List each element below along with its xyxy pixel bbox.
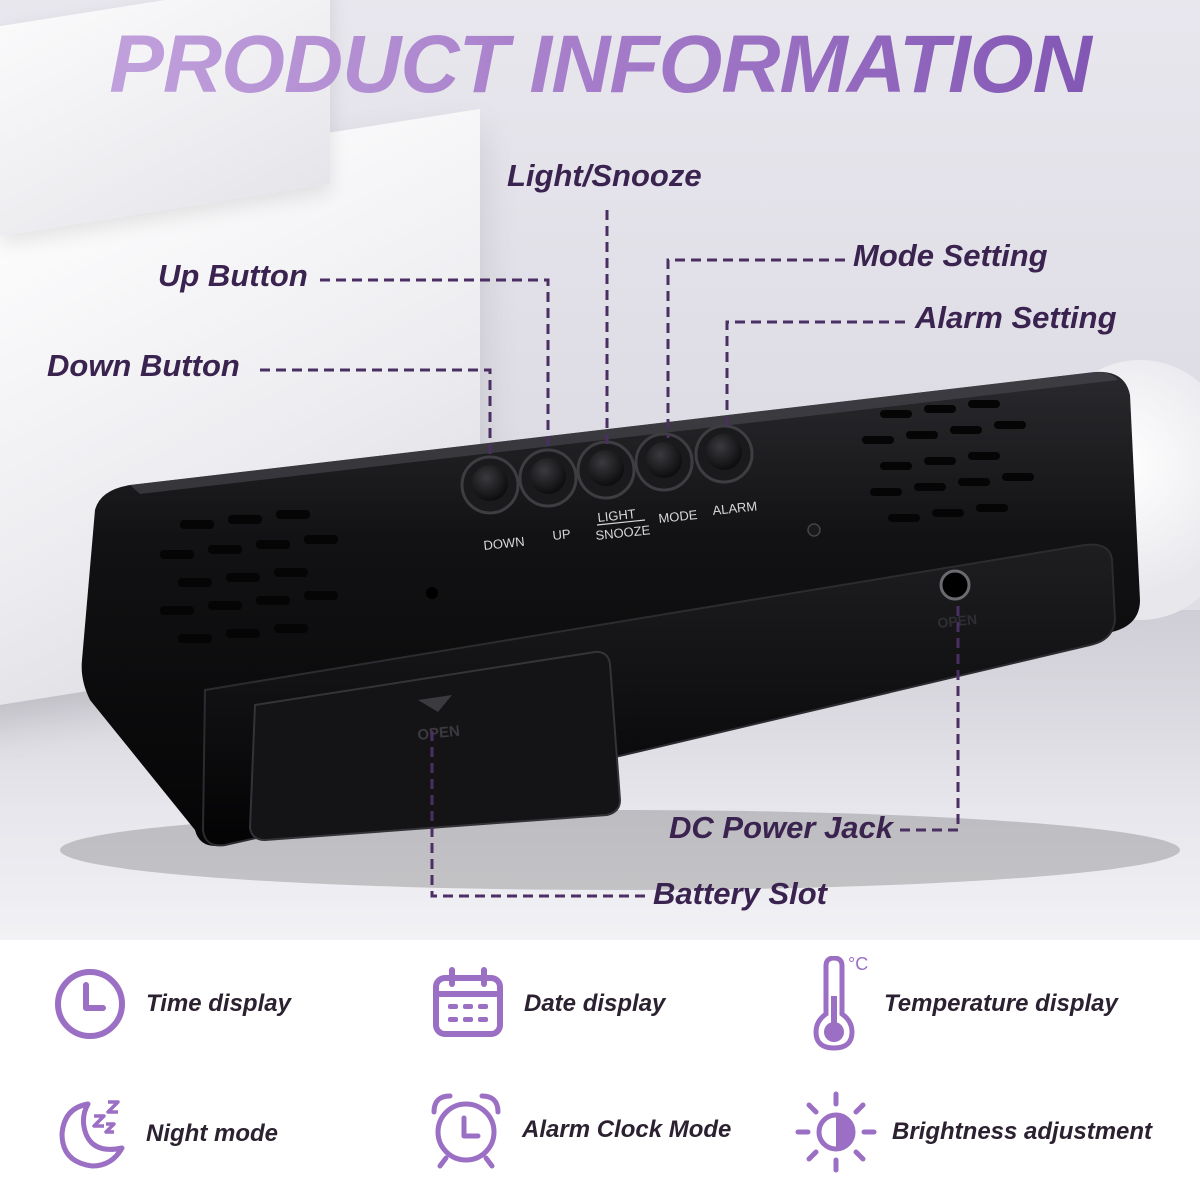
button-label-alarm: ALARM [712, 498, 758, 518]
leader-lines [260, 210, 960, 898]
leader-up [320, 278, 550, 452]
callout-light-snooze: Light/Snooze [507, 158, 702, 193]
clock-icon [48, 962, 132, 1046]
leader-down [260, 368, 492, 460]
callout-mode-setting: Mode Setting [853, 238, 1048, 273]
button-mode[interactable] [634, 432, 694, 492]
dc-power-jack[interactable] [939, 569, 971, 601]
feature-list: Time display Date display °C Temperature… [0, 940, 1200, 1200]
leader-mode [666, 258, 845, 438]
leader-battery [430, 730, 645, 898]
label-divider [596, 519, 646, 526]
light-sensor [807, 523, 821, 537]
feature-label: Date display [524, 990, 666, 1017]
feature-alarm-clock-mode: Alarm Clock Mode [424, 1088, 731, 1172]
button-down[interactable] [460, 455, 520, 515]
thermometer-icon [796, 956, 880, 1052]
power-jack-label: OPEN [937, 611, 978, 631]
speaker-grille-left [160, 510, 338, 643]
brightness-icon [794, 1090, 878, 1174]
button-label-mode: MODE [658, 507, 699, 526]
alarm-clock-icon [424, 1088, 508, 1172]
button-label-light: LIGHT [597, 506, 637, 525]
battery-door-label: OPEN [417, 723, 461, 744]
button-alarm[interactable] [694, 424, 754, 484]
page-title: PRODUCT INFORMATION [0, 18, 1200, 112]
feature-brightness-adjustment: Brightness adjustment [794, 1090, 1152, 1174]
callout-alarm-setting: Alarm Setting [915, 300, 1117, 335]
calendar-icon [426, 962, 510, 1046]
body-highlight [130, 371, 1118, 494]
feature-date-display: Date display [426, 962, 665, 1046]
battery-door-arrow-icon [418, 695, 452, 712]
button-label-up: UP [552, 526, 572, 543]
moon-zzz-icon [48, 1092, 132, 1176]
callout-down-button: Down Button [47, 348, 240, 383]
leader-dc-jack [900, 600, 960, 832]
leader-alarm [725, 320, 905, 430]
feature-label: Brightness adjustment [892, 1118, 1153, 1145]
button-label-snooze: SNOOZE [595, 522, 651, 543]
feature-night-mode: Night mode [48, 1092, 278, 1176]
mic-hole [426, 587, 438, 599]
button-label-down: DOWN [483, 534, 526, 553]
feature-label: Temperature display [884, 990, 1118, 1017]
button-light-snooze[interactable] [576, 440, 636, 500]
celsius-unit: °C [848, 954, 869, 974]
battery-door [248, 650, 622, 842]
device-illustration: OPEN OPEN DOWN [60, 210, 1180, 898]
callout-dc-power-jack: DC Power Jack [669, 810, 893, 845]
callout-battery-slot: Battery Slot [653, 876, 827, 911]
feature-time-display: Time display [48, 962, 291, 1046]
callout-up-button: Up Button [158, 258, 308, 293]
speaker-grille-right [862, 400, 1034, 522]
feature-label: Alarm Clock Mode [522, 1116, 732, 1143]
feature-label: Night mode [146, 1120, 278, 1147]
feature-temperature-display: °C Temperature display [796, 954, 1118, 1052]
button-up[interactable] [518, 448, 578, 508]
feature-label: Time display [146, 990, 291, 1017]
